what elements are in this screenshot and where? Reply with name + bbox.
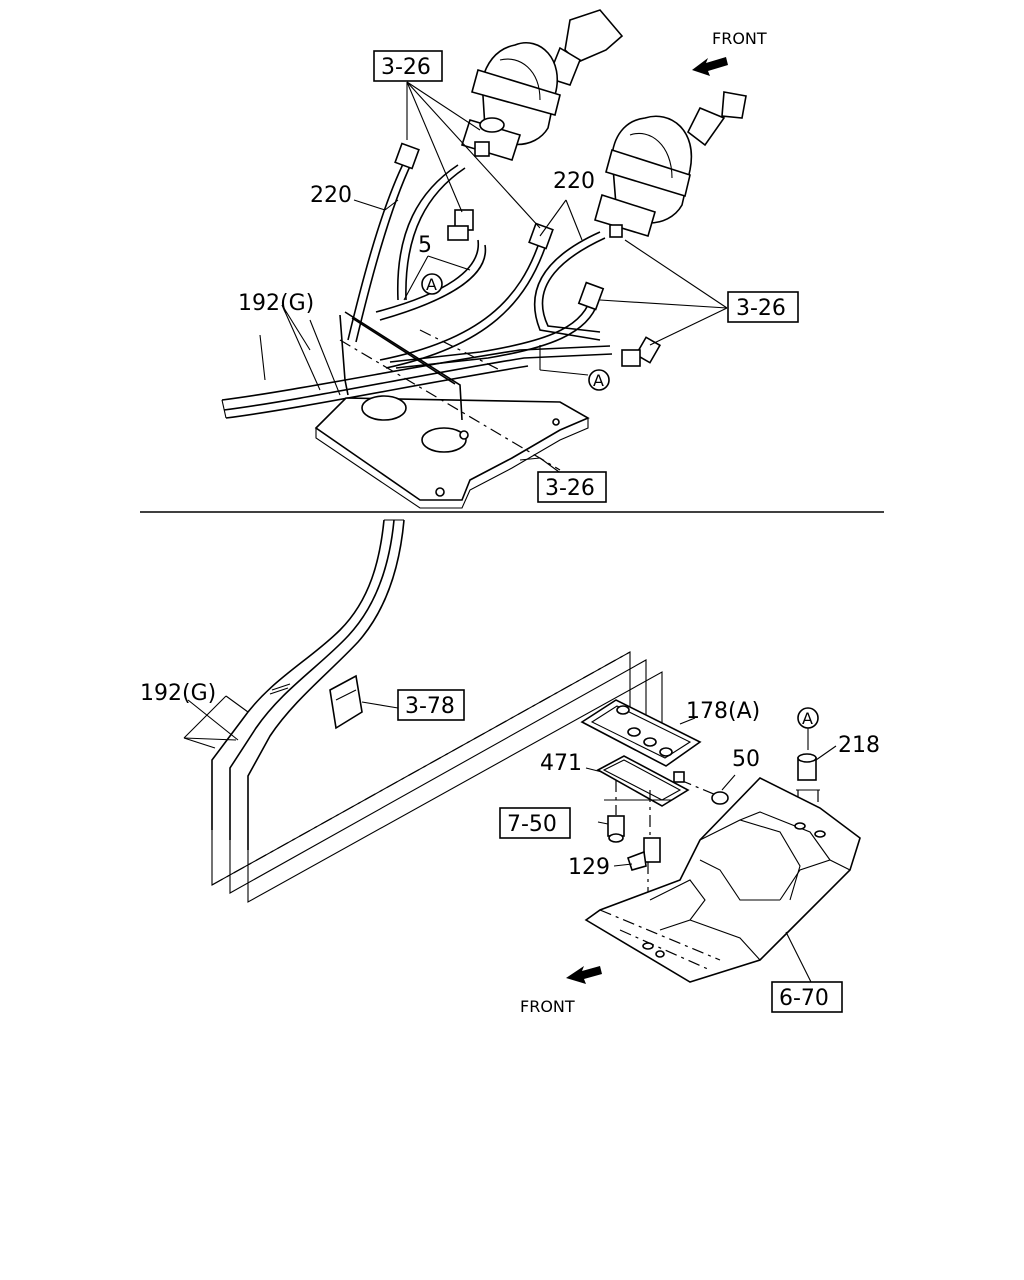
circle-a-2 bbox=[588, 369, 610, 391]
part-220-a: 220 bbox=[310, 183, 352, 208]
fitting-129 bbox=[613, 837, 661, 871]
front-arrow-bottom-icon bbox=[566, 966, 602, 984]
top-hoses bbox=[221, 159, 613, 419]
right-valve bbox=[594, 91, 747, 237]
part-192g-a: 192(G) bbox=[238, 291, 314, 316]
ref-3-78: 3-78 bbox=[405, 694, 455, 719]
guide-lines bbox=[211, 651, 663, 903]
top-leaders bbox=[259, 81, 728, 481]
ref-7-50: 7-50 bbox=[507, 812, 557, 837]
ref-box-7-50 bbox=[499, 807, 571, 839]
nut-50 bbox=[673, 771, 736, 805]
bottom-assembly: 3-78 bbox=[140, 519, 880, 1016]
ref-box-3-26-b bbox=[727, 291, 799, 323]
ref-box-3-26-c bbox=[537, 471, 607, 503]
part-178a: 178(A) bbox=[686, 699, 760, 724]
part-192g-b: 192(G) bbox=[140, 681, 216, 706]
part-220-b: 220 bbox=[553, 169, 595, 194]
ref-3-26-b: 3-26 bbox=[736, 296, 786, 321]
ref-box-3-26-a bbox=[373, 50, 443, 82]
ref-3-26-a: 3-26 bbox=[381, 55, 431, 80]
circle-a-3-label: A bbox=[802, 709, 813, 728]
ref-6-70: 6-70 bbox=[779, 986, 829, 1011]
circle-a-2-label: A bbox=[593, 371, 604, 390]
pipe-bundle bbox=[211, 519, 405, 856]
ref-box-3-78 bbox=[397, 689, 465, 721]
circle-a-1 bbox=[421, 273, 443, 295]
left-valve bbox=[460, 9, 624, 161]
fitting-218 bbox=[797, 728, 837, 781]
part-471: 471 bbox=[540, 751, 582, 776]
bottom-leaders bbox=[183, 695, 603, 773]
ref-box-6-70 bbox=[771, 981, 843, 1013]
part-5: 5 bbox=[418, 233, 432, 258]
circle-a-3 bbox=[797, 707, 819, 729]
part-129: 129 bbox=[568, 855, 610, 880]
top-assembly: FRONT bbox=[221, 9, 799, 509]
front-label-top: FRONT bbox=[712, 29, 767, 48]
ref-3-26-c: 3-26 bbox=[545, 476, 595, 501]
fitting-7-50 bbox=[597, 815, 625, 843]
circle-a-1-label: A bbox=[426, 275, 437, 294]
part-218: 218 bbox=[838, 733, 880, 758]
mounting-bracket bbox=[314, 311, 590, 509]
front-arrow-top-icon bbox=[692, 57, 728, 76]
part-50: 50 bbox=[732, 747, 760, 772]
top-fittings bbox=[394, 141, 662, 367]
fuel-tank bbox=[584, 777, 861, 985]
clip-part bbox=[329, 674, 399, 730]
gasket-plate bbox=[580, 699, 702, 807]
front-label-bottom: FRONT bbox=[520, 997, 575, 1016]
